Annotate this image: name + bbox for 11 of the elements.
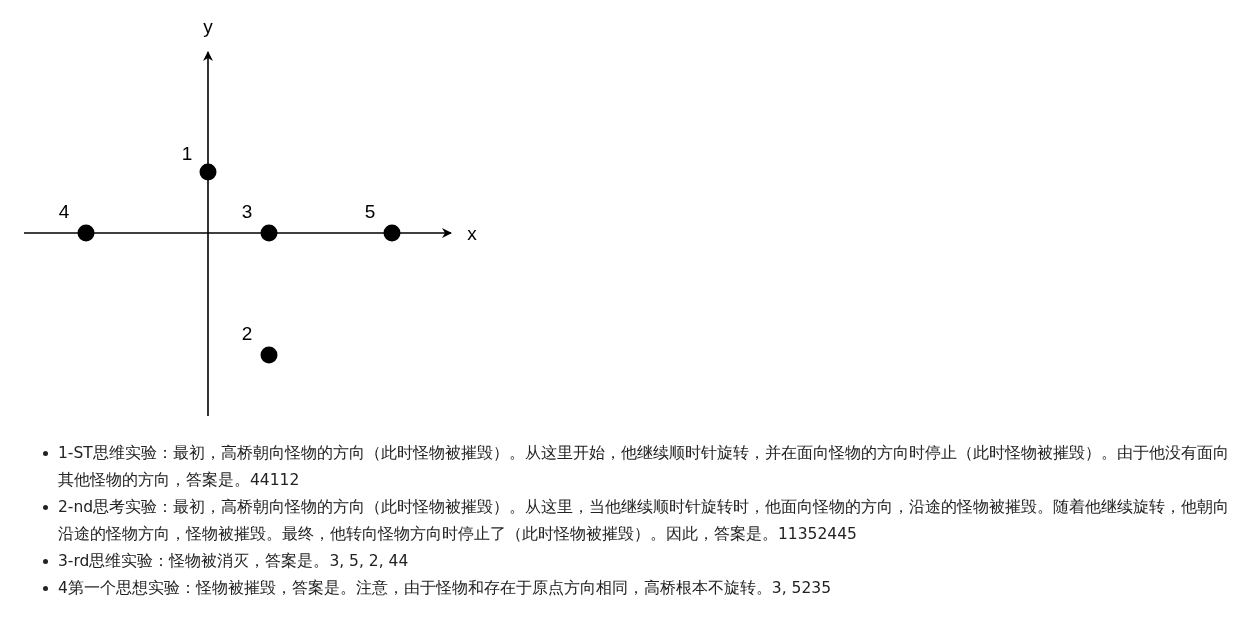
point-label: 2 bbox=[241, 324, 253, 344]
point-label: 1 bbox=[181, 144, 193, 164]
bullet-text: 2-nd思考实验：最初，高桥朝向怪物的方向（此时怪物被摧毁）。从这里，当他继续顺时针旋转时，他面向怪物的方向，沿途的怪物被摧毁。随着他继续旋转，他朝向沿途的怪物方向，怪物被摧毁。最终，他转向怪物方向时停止了（此时怪物被摧毁）。因此，答案是。11352445 bbox=[58, 498, 1230, 543]
bullet-text: 3-rd思维实验：怪物被消灭，答案是。3, 5, 2, 44 bbox=[58, 552, 409, 570]
bullet-text: 4第一个思想实验：怪物被摧毁，答案是。注意，由于怪物和存在于原点方向相同，高桥根本不旋转。3, 5235 bbox=[58, 579, 832, 597]
point-label: 4 bbox=[58, 202, 70, 222]
axis-label: y bbox=[203, 17, 213, 37]
axis-label: x bbox=[467, 224, 477, 244]
point-label: 3 bbox=[241, 202, 253, 222]
bullet-text: 1-ST思维实验：最初，高桥朝向怪物的方向（此时怪物被摧毁）。从这里开始，他继续顺时针旋转，并在面向怪物的方向时停止（此时怪物被摧毁）。由于他没有面向其他怪物的方向，答案是。44112 bbox=[58, 444, 1229, 489]
point-label: 5 bbox=[364, 202, 376, 222]
